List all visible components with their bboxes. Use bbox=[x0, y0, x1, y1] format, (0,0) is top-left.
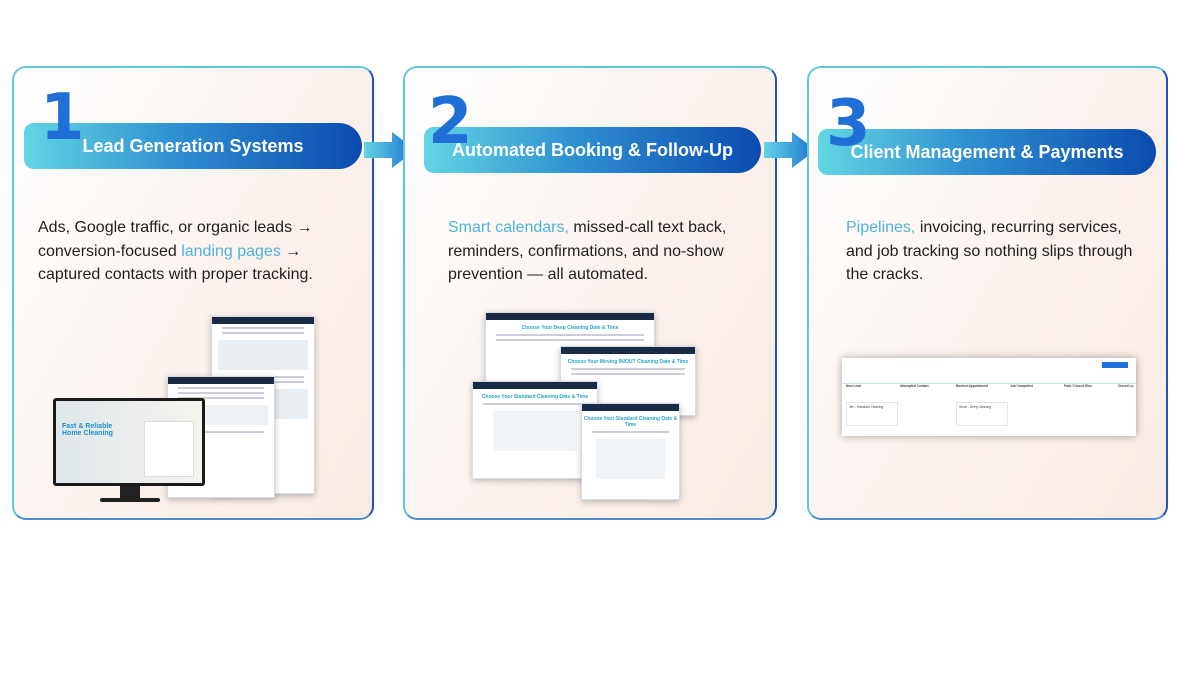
step-title: Client Management & Payments bbox=[850, 141, 1124, 162]
step-description: Ads, Google traffic, or organic leads → … bbox=[38, 219, 313, 283]
step-number: 3 bbox=[826, 87, 871, 161]
step-number: 1 bbox=[40, 81, 85, 155]
monitor-base bbox=[100, 498, 160, 502]
monitor-mockup: Fast & Reliable Home Cleaning bbox=[53, 398, 205, 486]
step-description: Pipelines, invoicing, recurring services… bbox=[846, 219, 1133, 283]
step-banner-2: Automated Booking & Follow-Up bbox=[424, 127, 761, 173]
pipeline-mockup: New Lead Attempted Contact Booked Appoin… bbox=[842, 358, 1136, 436]
highlight-link: Smart calendars, bbox=[448, 219, 569, 236]
highlight-link: landing pages bbox=[181, 242, 281, 260]
step-title: Automated Booking & Follow-Up bbox=[452, 139, 733, 160]
step-number: 2 bbox=[428, 85, 473, 159]
monitor-stand bbox=[120, 486, 140, 498]
highlight-link: Pipelines, bbox=[846, 219, 916, 236]
step-title: Lead Generation Systems bbox=[82, 135, 304, 156]
step-banner-3: Client Management & Payments bbox=[818, 129, 1156, 175]
arrow-right-icon bbox=[764, 132, 816, 168]
step-description: Smart calendars, missed-call text back, … bbox=[448, 219, 727, 283]
calendar-mockup: Choose Your Standard Cleaning Date & Tim… bbox=[472, 381, 598, 479]
calendar-mockup: Choose Your Standard Cleaning Date & Tim… bbox=[581, 403, 680, 500]
hero-text: Fast & Reliable Home Cleaning bbox=[62, 423, 113, 437]
step-banner-1: Lead Generation Systems bbox=[24, 123, 362, 169]
